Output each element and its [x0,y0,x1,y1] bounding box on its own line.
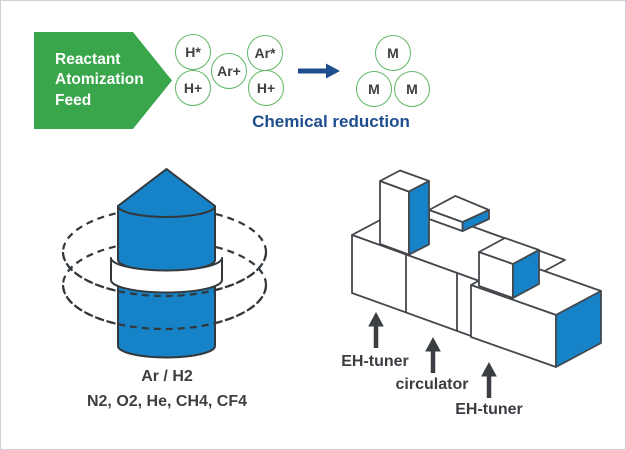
feed-line-2: Atomization [55,71,144,89]
right-box-side [555,290,602,368]
ion-circle-h-star: H* [175,34,211,70]
plasma-torch-figure [61,168,268,359]
flat-slab-edge-right [461,209,490,232]
gas-labels: Ar / H2 N2, O2, He, CH4, CF4 [47,368,287,411]
label-circulator: circulator [395,376,469,393]
ion-circle-ar-plus: Ar+ [211,53,247,89]
feed-arrow: Reactant Atomization Feed [34,32,172,129]
rotation-ring-back-upper [61,206,268,298]
small-cube-side [512,249,540,299]
ion-circle-h-plus-right: H+ [248,70,284,106]
pointer-arrow-left [368,311,384,348]
gas-label-secondary: N2, O2, He, CH4, CF4 [86,393,248,410]
tall-box-front [379,180,410,256]
ion-circle-h-plus-left: H+ [175,70,211,106]
gas-label-primary: Ar / H2 [141,368,193,385]
torch-lower-body [117,280,216,359]
label-eh-tuner-right: EH-tuner [455,401,523,418]
reaction-arrow-icon [298,63,340,79]
rotation-ring-back-lower [61,239,268,331]
torch-dome [117,168,216,218]
ion-circle-ar-star: Ar* [247,35,283,71]
label-eh-tuner-left: EH-tuner [341,353,409,370]
pointer-arrow-right [481,361,497,398]
feed-line-3: Feed [55,91,92,109]
torch-flange-ring [110,257,223,294]
chemical-reduction-caption: Chemical reduction [252,112,410,131]
product-circle-top: M [375,35,411,71]
waveguide-figure [351,169,602,398]
pointer-arrow-middle [425,336,441,373]
product-circle-left: M [356,71,392,107]
feed-line-1: Reactant [55,50,121,68]
product-circle-right: M [394,71,430,107]
tall-box-side [408,180,430,256]
